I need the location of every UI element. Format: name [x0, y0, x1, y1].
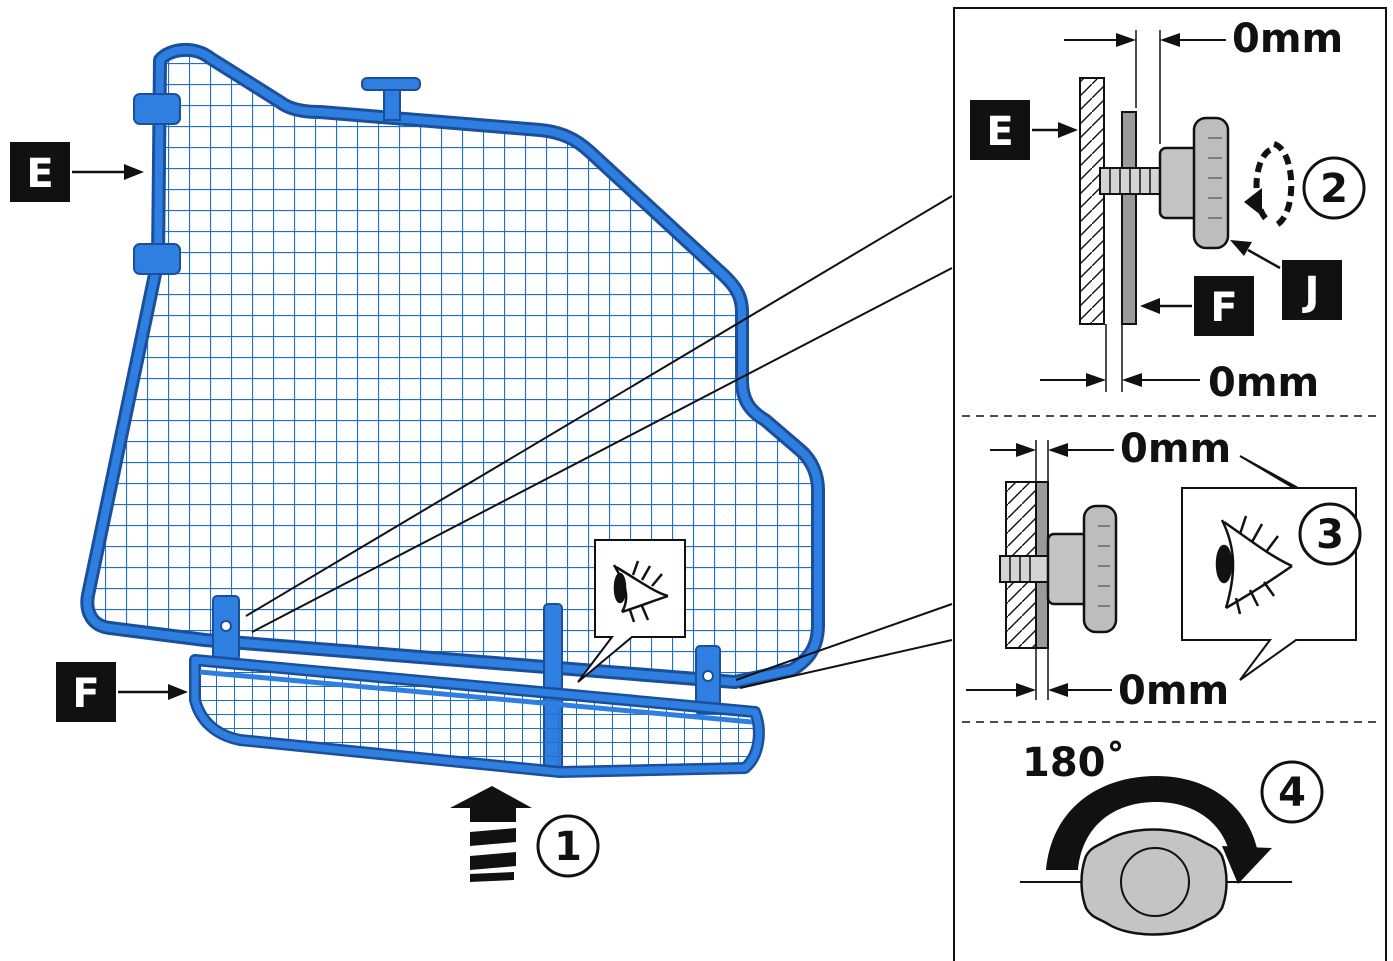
eye-icon-large — [1215, 515, 1293, 615]
detail-panel — [953, 7, 1387, 961]
svg-text:3: 3 — [1316, 512, 1344, 558]
step-1: 1 — [450, 786, 600, 882]
eye-check-inset — [577, 539, 686, 683]
svg-text:J: J — [1302, 269, 1320, 315]
knob-top-view — [1080, 828, 1228, 936]
zoom-callout-lines — [245, 195, 953, 689]
knob-j — [1158, 116, 1230, 250]
rotate-arrow-icon — [1244, 141, 1295, 229]
label-f-main: F — [56, 662, 188, 722]
svg-text:0mm: 0mm — [1118, 668, 1229, 714]
svg-text:0mm: 0mm — [1232, 16, 1343, 62]
section-rotate: 180˚ 4 — [1020, 739, 1324, 936]
svg-text:4: 4 — [1278, 770, 1306, 816]
section-fastening: 2 0mm 0mm E F J — [970, 16, 1366, 406]
label-e-main: E — [10, 142, 144, 202]
svg-text:180˚: 180˚ — [1022, 739, 1126, 786]
curved-arrow-icon — [1046, 776, 1272, 884]
up-arrow-icon — [450, 786, 532, 882]
section-check: 0mm 0mm 3 — [966, 426, 1362, 714]
svg-text:E: E — [26, 151, 53, 197]
svg-text:F: F — [72, 671, 99, 717]
svg-text:1: 1 — [554, 824, 582, 870]
svg-text:0mm: 0mm — [1120, 426, 1231, 472]
eye-icon — [612, 560, 669, 623]
svg-text:F: F — [1210, 285, 1237, 331]
svg-text:E: E — [986, 109, 1013, 155]
svg-text:2: 2 — [1320, 166, 1348, 212]
svg-text:0mm: 0mm — [1208, 360, 1319, 406]
